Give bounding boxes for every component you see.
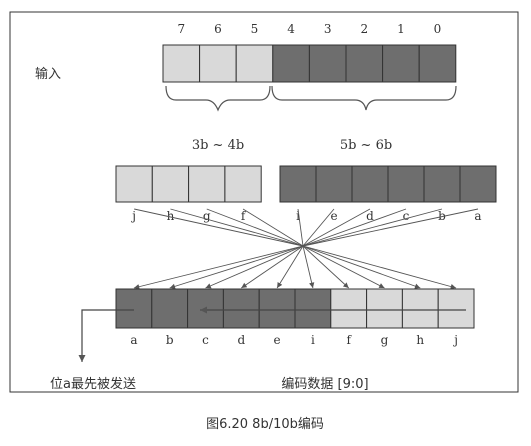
input-bit-number: 0 — [434, 22, 442, 36]
output-bit-letter: e — [274, 333, 281, 347]
mapping-line-in — [206, 208, 304, 247]
output-bit-cell — [330, 288, 368, 329]
input-bit-cell — [345, 44, 384, 83]
input-bit-number: 7 — [177, 22, 185, 36]
first-sent-label: 位a最先被发送 — [50, 376, 136, 392]
mapping-line-out — [241, 245, 304, 289]
middle-bit-letter: f — [241, 209, 247, 223]
output-bit-cell — [151, 288, 189, 329]
output-bit-cell — [115, 288, 153, 329]
register-6b-cell — [279, 165, 317, 203]
output-bit-letter: h — [416, 333, 424, 347]
input-bit-cell — [235, 44, 274, 83]
register-4b-cell — [224, 165, 262, 203]
mapping-line-in — [302, 208, 407, 247]
middle-bit-letter: h — [167, 209, 175, 223]
register-4b — [115, 165, 262, 203]
mapping-line-in — [302, 208, 479, 247]
register-4b-cell — [151, 165, 190, 203]
mapping-line-in — [134, 208, 304, 247]
mapping-line-out — [302, 245, 350, 289]
mapping-line-out — [205, 245, 304, 289]
mapping-line-out — [302, 245, 385, 289]
right-brace — [271, 85, 457, 111]
output-bit-letter: c — [202, 333, 209, 347]
middle-bit-letter: j — [130, 209, 136, 223]
mapping-line-in — [302, 208, 443, 247]
input-bit-number: 4 — [287, 22, 295, 36]
input-bit-number: 2 — [360, 22, 368, 36]
input-bit-cell — [199, 44, 237, 83]
register-6b-cell — [423, 165, 461, 203]
register-6b-cell — [351, 165, 389, 203]
mapping-line-out — [169, 245, 304, 289]
input-bit-numbers: 7 6 5 4 3 2 1 0 — [177, 22, 441, 36]
input-bit-cell — [418, 44, 457, 83]
left-brace — [165, 85, 271, 112]
output-bit-letter: d — [237, 333, 245, 347]
register-6b-cell — [387, 165, 425, 203]
mapping-line-out — [133, 245, 304, 290]
middle-bit-letter: d — [366, 209, 374, 223]
output-bit-letter: f — [346, 333, 352, 347]
output-bit-cell — [258, 288, 296, 329]
register-6b — [279, 165, 497, 203]
input-bit-number: 6 — [214, 22, 222, 36]
output-bit-cell — [187, 288, 224, 329]
group-label-3b4b: 3b ~ 4b — [192, 138, 244, 153]
input-bit-cell — [382, 44, 420, 83]
output-bit-cell — [401, 288, 439, 329]
mapping-line-in — [297, 208, 304, 247]
encoded-data-label: 编码数据 [9:0] — [281, 377, 368, 392]
output-bit-cell — [437, 288, 475, 329]
figure-caption: 图6.20 8b/10b编码 — [206, 417, 324, 432]
figure-frame — [9, 11, 519, 393]
middle-bit-letter: c — [403, 209, 410, 223]
mapping-line-in — [170, 208, 304, 247]
register-4b-cell — [188, 165, 226, 203]
mapping-line-in — [302, 208, 371, 247]
first-sent-arrow — [78, 309, 134, 362]
mapping-line-out — [302, 245, 421, 289]
mapping-line-out — [276, 245, 304, 289]
middle-bit-letter: i — [296, 209, 300, 223]
input-bit-number: 1 — [397, 22, 405, 36]
output-register — [115, 288, 475, 329]
bit-mapping-lines — [133, 208, 479, 290]
register-6b-cell — [459, 165, 497, 203]
input-bit-cell — [162, 44, 201, 83]
middle-bit-letter: e — [330, 209, 337, 223]
middle-bit-letter: g — [203, 209, 211, 223]
register-4b-cell — [115, 165, 153, 203]
input-bit-number: 5 — [251, 22, 259, 36]
input-bit-cell — [272, 44, 310, 83]
input-bit-number: 3 — [324, 22, 332, 36]
mapping-line-in — [242, 208, 304, 247]
input-register — [162, 44, 457, 83]
output-bit-letter: j — [452, 333, 458, 347]
output-bit-letter: i — [311, 333, 315, 347]
output-bit-cell — [294, 288, 332, 329]
mapping-line-out — [302, 245, 457, 290]
output-bit-letter: g — [381, 333, 389, 347]
mapping-line-out — [302, 245, 315, 289]
output-bit-cell — [366, 288, 403, 329]
output-bit-letter: b — [166, 333, 174, 347]
middle-bit-letter: a — [474, 209, 481, 223]
output-bit-cell — [222, 288, 260, 329]
input-label: 输入 — [35, 66, 61, 82]
input-bit-cell — [308, 44, 347, 83]
middle-bit-letter: b — [438, 209, 446, 223]
mapping-line-in — [302, 208, 335, 247]
group-label-5b6b: 5b ~ 6b — [340, 138, 392, 153]
register-6b-cell — [315, 165, 353, 203]
output-bit-letter: a — [130, 333, 137, 347]
